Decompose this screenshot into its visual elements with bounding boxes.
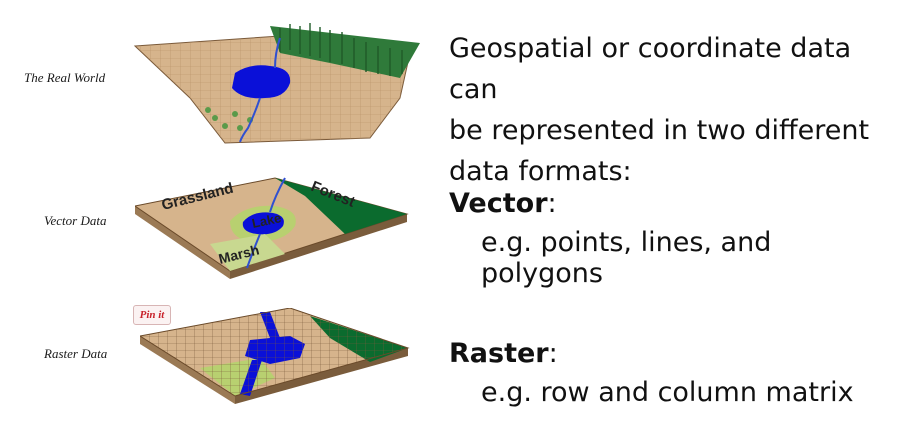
vector-format-example: e.g. points, lines, and polygons <box>481 227 772 289</box>
intro-line-1: Geospatial or coordinate data can <box>449 33 852 105</box>
raster-format-title: Raster: <box>449 338 854 369</box>
real-world-label: The Real World <box>24 70 106 85</box>
intro-line-2: be represented in two different <box>449 115 870 146</box>
raster-format-suffix: : <box>548 338 558 369</box>
raster-format-name: Raster <box>449 338 549 369</box>
raster-data-illustration <box>140 308 410 404</box>
intro-line-3: data formats: <box>449 156 632 187</box>
vector-format-title: Vector: <box>449 188 897 219</box>
vector-format-name: Vector <box>449 188 548 219</box>
real-world-illustration <box>133 23 420 144</box>
vector-data-illustration: Grassland Forest Lake Marsh <box>135 177 409 279</box>
vector-format-block: Vector: e.g. points, lines, and polygons <box>449 188 897 289</box>
intro-paragraph: Geospatial or coordinate data can be rep… <box>449 28 889 192</box>
raster-format-example: e.g. row and column matrix <box>481 377 854 408</box>
pin-it-button[interactable]: Pin it <box>133 305 171 325</box>
raster-format-block: Raster: e.g. row and column matrix <box>449 338 854 408</box>
vector-data-label: Vector Data <box>44 213 107 228</box>
lake-text: Lake <box>251 210 283 231</box>
raster-data-label: Raster Data <box>44 346 108 361</box>
vector-format-suffix: : <box>547 188 557 219</box>
